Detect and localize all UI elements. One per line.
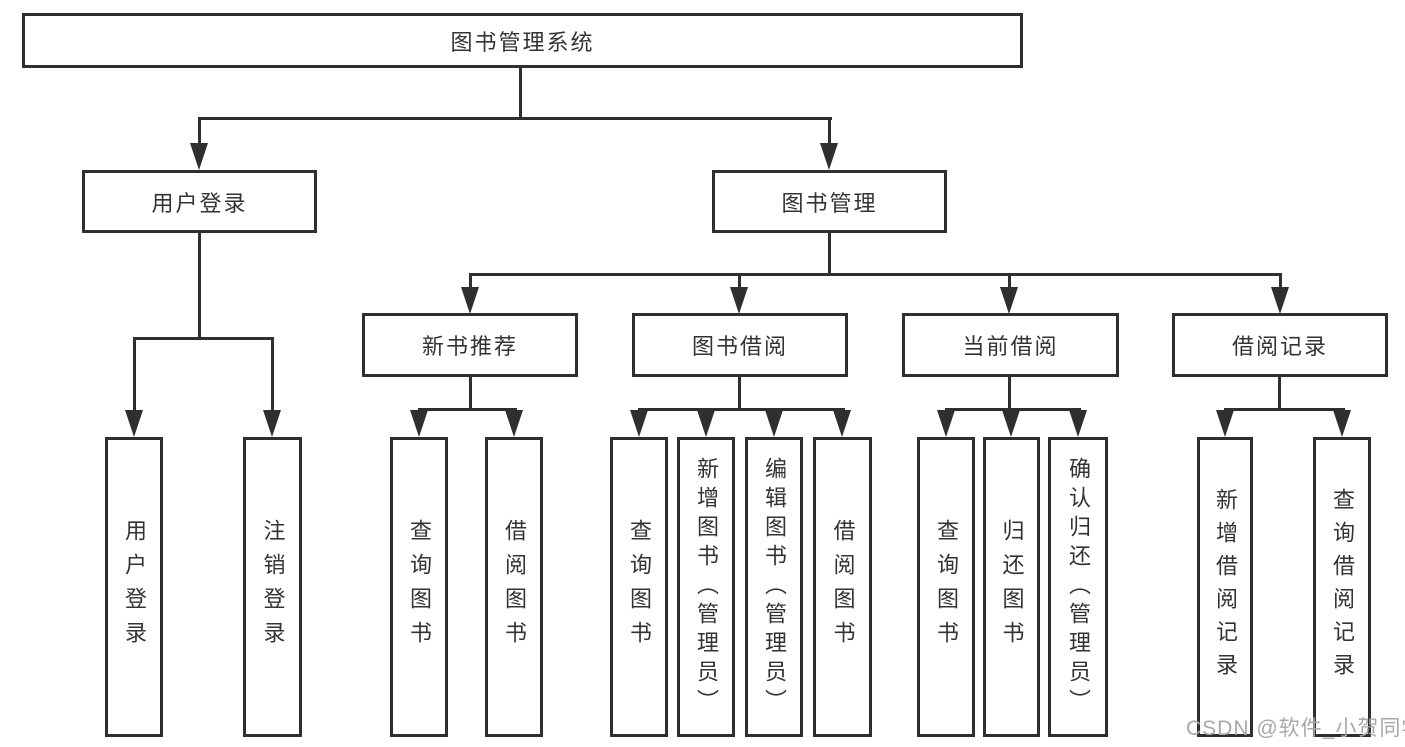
leaf-confirm-return-admin: 确认归还（管理员） xyxy=(1048,437,1108,737)
node-user-login: 用户登录 xyxy=(82,170,317,233)
arrowhead-add-borrow-record xyxy=(1216,410,1234,437)
node-book-borrowing: 图书借阅 xyxy=(632,313,848,377)
arrowhead-query-books-1 xyxy=(410,410,428,437)
node-label: 新书推荐 xyxy=(421,334,518,359)
leaf-query-borrow-record: 查询借阅记录 xyxy=(1313,437,1371,737)
connector-level1-horizontal xyxy=(198,117,832,120)
leaf-label: 查询图书 xyxy=(407,519,432,655)
connector-userlogin-down xyxy=(198,233,201,340)
node-label: 图书管理 xyxy=(781,190,878,216)
connector-newrec-down xyxy=(469,377,472,411)
connector-records-horizontal xyxy=(1224,408,1345,411)
leaf-label: 编辑图书（管理员） xyxy=(762,456,787,718)
leaf-borrow-books-borrow: 借阅图书 xyxy=(813,437,872,737)
node-borrowing-records: 借阅记录 xyxy=(1172,313,1388,377)
connector-bookborrow-horizontal xyxy=(638,408,845,411)
leaf-label: 查询图书 xyxy=(627,519,652,655)
arrowhead-borrow-records xyxy=(1271,287,1289,314)
leaf-label: 用户登录 xyxy=(122,519,147,655)
node-current-borrowing: 当前借阅 xyxy=(902,313,1119,377)
arrowhead-query-books-2 xyxy=(630,410,648,437)
csdn-watermark: CSDN @软件_小贺同学 xyxy=(1186,717,1405,740)
connector-records-down xyxy=(1278,377,1281,411)
leaf-label: 新增图书（管理员） xyxy=(694,456,719,718)
leaf-user-login: 用户登录 xyxy=(105,437,163,737)
node-label: 借阅记录 xyxy=(1231,334,1328,359)
leaf-label: 归还图书 xyxy=(999,519,1025,655)
connector-currentborrow-horizontal xyxy=(945,408,1081,411)
leaf-edit-book-admin: 编辑图书（管理员） xyxy=(745,437,803,737)
arrowhead-query-books-3 xyxy=(937,410,955,437)
node-book-management: 图书管理 xyxy=(712,170,947,233)
arrowhead-borrow-books-2 xyxy=(833,410,851,437)
connector-newrec-horizontal xyxy=(418,408,517,411)
connector-bookmgmt-down xyxy=(828,233,831,276)
arrowhead-book-borrow xyxy=(730,287,748,314)
arrowhead-edit-book xyxy=(765,410,783,437)
node-label: 当前借阅 xyxy=(962,334,1059,359)
connector-drop-new-rec xyxy=(469,273,472,289)
connector-drop-borrow-records xyxy=(1279,273,1282,289)
arrowhead-add-book xyxy=(697,410,715,437)
leaf-label: 确认归还（管理员） xyxy=(1066,456,1091,718)
arrowhead-query-borrow-record xyxy=(1333,410,1351,437)
connector-drop-book-management xyxy=(828,117,831,145)
connector-level3-horizontal xyxy=(469,273,1282,276)
connector-currentborrow-down xyxy=(1008,377,1011,411)
leaf-label: 借阅图书 xyxy=(830,519,856,655)
arrowhead-confirm-return xyxy=(1069,410,1087,437)
node-label: 图书借阅 xyxy=(691,334,788,359)
connector-userlogin-horizontal xyxy=(133,337,274,340)
connector-root-down xyxy=(519,66,522,117)
leaf-query-books-newrec: 查询图书 xyxy=(390,437,448,737)
leaf-add-borrow-record: 新增借阅记录 xyxy=(1197,437,1253,737)
leaf-add-book-admin: 新增图书（管理员） xyxy=(677,437,735,737)
arrowhead-leaf-login xyxy=(125,410,143,437)
arrowhead-leaf-logout xyxy=(263,410,281,437)
node-root-library-system: 图书管理系统 xyxy=(22,13,1023,68)
arrowhead-borrow-books-1 xyxy=(505,410,523,437)
leaf-label: 借阅图书 xyxy=(502,519,527,655)
connector-drop-leaf-logout xyxy=(271,337,274,412)
connector-drop-book-borrow xyxy=(738,273,741,289)
leaf-label: 查询借阅记录 xyxy=(1330,488,1355,686)
leaf-label: 查询图书 xyxy=(934,519,959,655)
connector-drop-current-borrow xyxy=(1008,273,1011,289)
leaf-return-book: 归还图书 xyxy=(983,437,1040,737)
leaf-label: 注销登录 xyxy=(260,519,286,655)
node-label: 图书管理系统 xyxy=(450,29,595,55)
leaf-query-books-current: 查询图书 xyxy=(917,437,975,737)
arrowhead-return-book xyxy=(1002,410,1020,437)
connector-drop-leaf-login xyxy=(133,337,136,412)
leaf-borrow-books-newrec: 借阅图书 xyxy=(485,437,543,737)
node-new-book-recommend: 新书推荐 xyxy=(362,313,578,377)
arrowhead-user-login xyxy=(190,143,208,170)
arrowhead-current-borrow xyxy=(1000,287,1018,314)
connector-drop-user-login xyxy=(198,117,201,145)
leaf-query-books-borrow: 查询图书 xyxy=(610,437,668,737)
arrowhead-new-rec xyxy=(461,287,479,314)
leaf-label: 新增借阅记录 xyxy=(1213,488,1238,686)
node-label: 用户登录 xyxy=(151,190,248,216)
connector-bookborrow-down xyxy=(738,377,741,411)
leaf-logout: 注销登录 xyxy=(243,437,302,737)
arrowhead-book-management xyxy=(820,143,838,170)
